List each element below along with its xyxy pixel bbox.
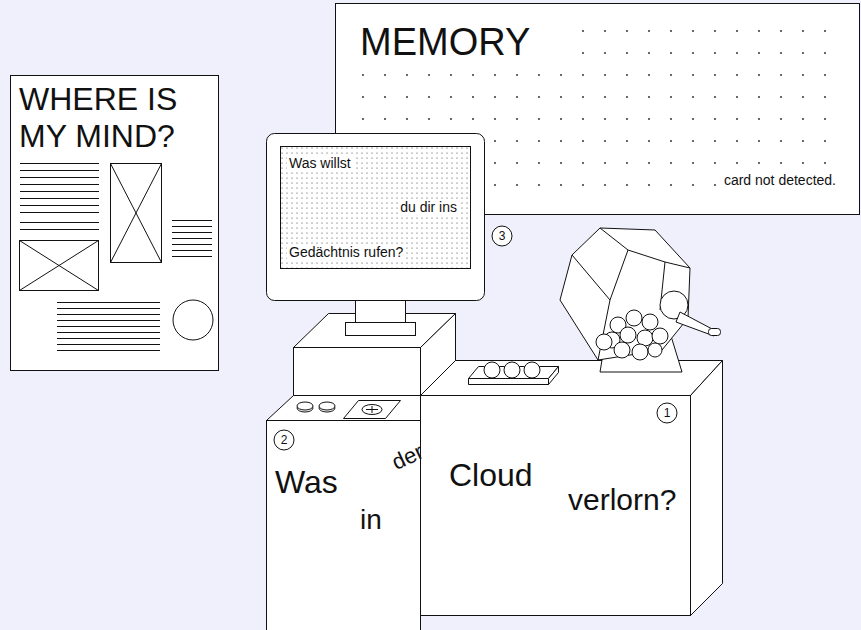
memory-banner: MEMORY card not detected. (335, 3, 860, 215)
banner-title: MEMORY (358, 21, 532, 65)
poster: WHERE IS MY MIND? (10, 75, 219, 371)
monitor-foot (346, 323, 416, 336)
lottery-drum (560, 228, 690, 360)
screen-text: Gedächtnis rufen? (287, 244, 405, 260)
drum-balls (596, 310, 668, 360)
callout-circle (657, 403, 677, 423)
callout-circle (274, 430, 294, 450)
screen-text: Was willst (287, 155, 353, 171)
counter-word: Was (275, 466, 338, 498)
counter-word: verlorn? (568, 485, 676, 515)
screen (281, 147, 471, 269)
status-text: card not detected. (722, 172, 838, 188)
callout-number: 1 (657, 403, 677, 423)
monitor (267, 134, 485, 301)
screen-text: du dir ins (398, 199, 459, 215)
ball (504, 362, 520, 378)
poster (11, 76, 219, 371)
callout-number: 2 (274, 430, 294, 450)
callout-number: 3 (492, 226, 512, 246)
counter-word: Cloud (449, 459, 533, 491)
image-placeholder (20, 241, 99, 291)
stand-front (294, 348, 421, 396)
callout-circle (492, 226, 512, 246)
monitor-neck (356, 301, 406, 323)
counter-front (421, 396, 691, 616)
pedestal-top (267, 396, 421, 421)
poster-circle (173, 300, 213, 340)
image-placeholder (111, 164, 162, 263)
counter-word: in (360, 506, 382, 534)
ball (484, 362, 500, 378)
counter-side (691, 361, 723, 616)
ball (524, 362, 540, 378)
poster-text-lines (20, 164, 212, 351)
poster-title: WHERE IS MY MIND? (19, 81, 211, 155)
screen: Was willst du dir insGedächtnis rufen? (280, 146, 471, 269)
card-reader (344, 401, 401, 419)
